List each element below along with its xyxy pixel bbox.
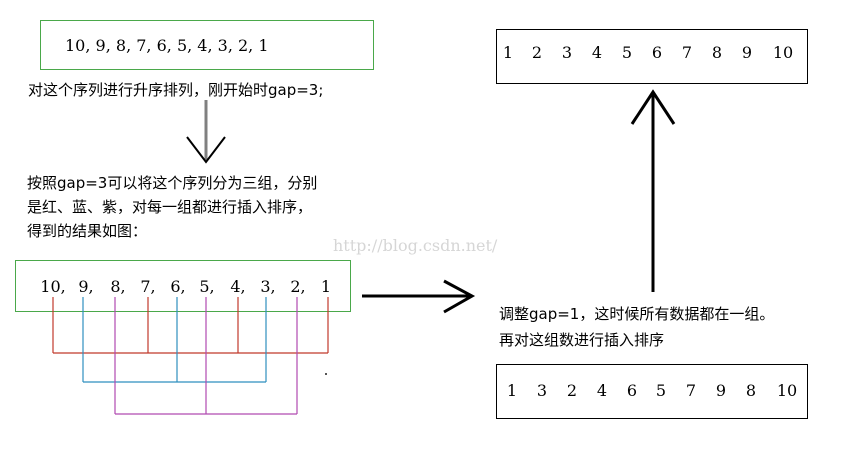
grouped-item-4: 6, bbox=[170, 277, 186, 296]
purple-group-lines bbox=[114, 297, 298, 415]
right-arrow bbox=[362, 279, 476, 314]
red-group-lines bbox=[52, 297, 329, 354]
final-item-0: 1 bbox=[502, 43, 514, 62]
caption-group-line-3: 得到的结果如图： bbox=[27, 222, 148, 240]
grouped-item-9: 1 bbox=[320, 277, 332, 296]
final-item-5: 6 bbox=[651, 43, 663, 62]
middle-sequence-box bbox=[496, 364, 808, 419]
middle-item-0: 1 bbox=[506, 381, 518, 400]
down-arrow bbox=[186, 100, 226, 164]
caption-start: 对这个序列进行升序排列，刚开始时gap=3; bbox=[28, 81, 324, 99]
middle-item-4: 6 bbox=[626, 381, 638, 400]
blue-group-lines bbox=[82, 297, 267, 383]
grouped-item-0: 10, bbox=[40, 277, 66, 296]
grouped-item-6: 4, bbox=[230, 277, 246, 296]
final-item-1: 2 bbox=[531, 43, 543, 62]
final-item-8: 9 bbox=[741, 43, 753, 62]
grouped-item-5: 5, bbox=[199, 277, 215, 296]
stray-dot bbox=[325, 373, 327, 375]
grouped-item-1: 9, bbox=[78, 277, 94, 296]
final-item-9: 10 bbox=[772, 43, 794, 62]
caption-group-line-2: 是红、蓝、紫，对每一组都进行插入排序， bbox=[27, 198, 313, 216]
middle-item-7: 9 bbox=[715, 381, 727, 400]
grouped-item-7: 3, bbox=[260, 277, 276, 296]
middle-item-8: 8 bbox=[745, 381, 757, 400]
middle-item-3: 4 bbox=[596, 381, 608, 400]
middle-item-6: 7 bbox=[685, 381, 697, 400]
middle-item-9: 10 bbox=[776, 381, 798, 400]
initial-sequence: 10, 9, 8, 7, 6, 5, 4, 3, 2, 1 bbox=[65, 36, 269, 55]
watermark: http://blog.csdn.net/ bbox=[333, 236, 498, 255]
final-sequence-box bbox=[496, 29, 808, 84]
caption-adjust-line-2: 再对这组数进行插入排序 bbox=[499, 331, 665, 349]
middle-item-5: 5 bbox=[655, 381, 667, 400]
final-item-2: 3 bbox=[561, 43, 573, 62]
middle-item-2: 2 bbox=[566, 381, 578, 400]
grouped-item-8: 2, bbox=[290, 277, 306, 296]
grouped-item-2: 8, bbox=[110, 277, 126, 296]
caption-adjust-line-1: 调整gap=1，这时候所有数据都在一组。 bbox=[499, 305, 775, 323]
initial-sequence-box: 10, 9, 8, 7, 6, 5, 4, 3, 2, 1 bbox=[40, 20, 374, 70]
grouped-item-3: 7, bbox=[140, 277, 156, 296]
middle-item-1: 3 bbox=[536, 381, 548, 400]
final-item-6: 7 bbox=[681, 43, 693, 62]
final-item-3: 4 bbox=[591, 43, 603, 62]
grouped-sequence-box bbox=[15, 260, 351, 312]
up-arrow bbox=[630, 89, 676, 292]
final-item-4: 5 bbox=[621, 43, 633, 62]
caption-group-line-1: 按照gap=3可以将这个序列分为三组，分别 bbox=[27, 174, 318, 192]
final-item-7: 8 bbox=[711, 43, 723, 62]
